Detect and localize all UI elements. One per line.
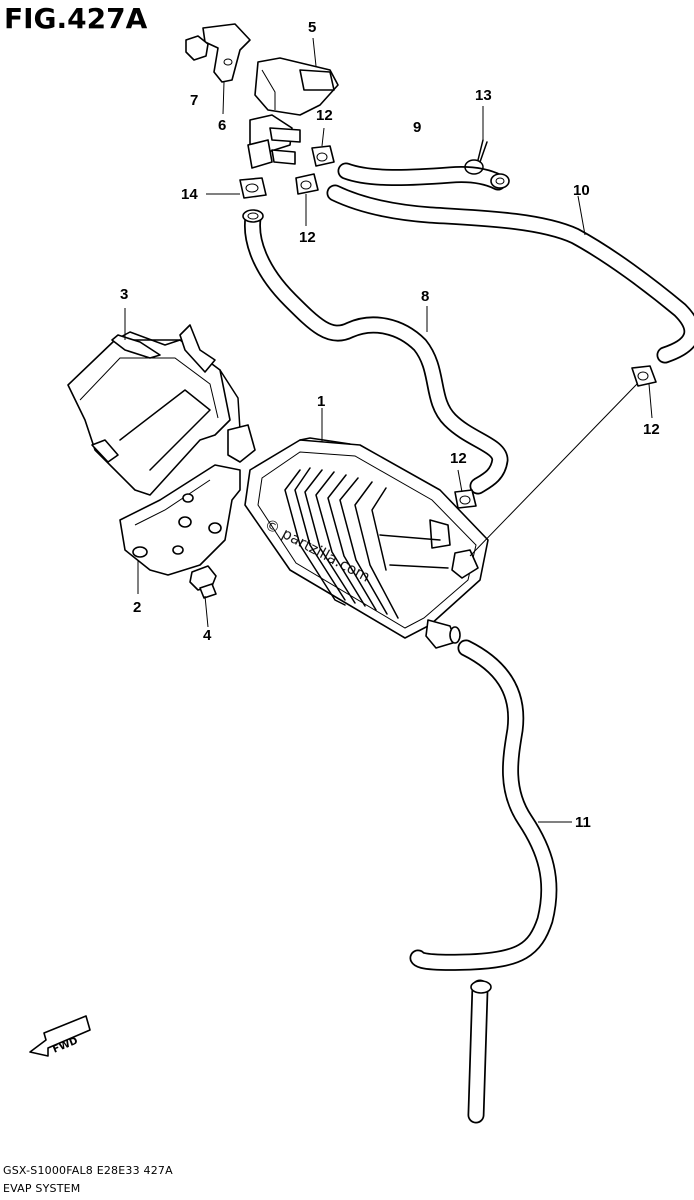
callout-4: 4 [203, 627, 212, 644]
valve-bracket-part-6 [202, 23, 251, 83]
footer-model-line: GSX-S1000FAL8 E28E33 427A [3, 1164, 173, 1177]
callout-7: 7 [190, 92, 199, 109]
callout-10: 10 [573, 182, 590, 199]
callout-5: 5 [308, 19, 317, 36]
canister-part-1 [244, 437, 489, 649]
callout-12-a: 12 [316, 107, 333, 124]
callout-1: 1 [317, 393, 326, 410]
callout-11: 11 [575, 814, 591, 831]
callout-3: 3 [120, 286, 129, 303]
callout-14: 14 [181, 186, 198, 203]
cover-part-3 [67, 324, 241, 496]
clamp-part-12-a [311, 145, 335, 167]
fwd-arrow-icon: FWD [29, 1015, 91, 1057]
hose-10 [326, 184, 694, 364]
hose-9 [337, 162, 510, 191]
bolt-part-4 [189, 565, 217, 599]
nut-part-7 [185, 35, 209, 61]
callout-8: 8 [421, 288, 430, 305]
hose-11 [409, 639, 558, 1124]
hose-8 [242, 209, 509, 495]
figure-title: FIG.427A [4, 2, 148, 35]
callout-12-c: 12 [643, 421, 660, 438]
callout-12-b: 12 [299, 229, 316, 246]
footer-section-name: EVAP SYSTEM [3, 1182, 81, 1195]
clamp-part-12-b [295, 173, 319, 195]
callout-9: 9 [413, 119, 422, 136]
bracket-part-2 [119, 424, 256, 576]
callout-13: 13 [475, 87, 492, 104]
callout-2: 2 [133, 599, 142, 616]
clamp-part-14 [239, 177, 267, 199]
clamp-part-12-d [454, 489, 477, 509]
leader-lines [124, 37, 653, 823]
callout-12-d: 12 [450, 450, 467, 467]
clamp-part-13 [464, 139, 488, 175]
clamp-part-12-c [631, 365, 657, 387]
callout-6: 6 [218, 117, 227, 134]
solenoid-valve-part-5 [247, 57, 339, 169]
